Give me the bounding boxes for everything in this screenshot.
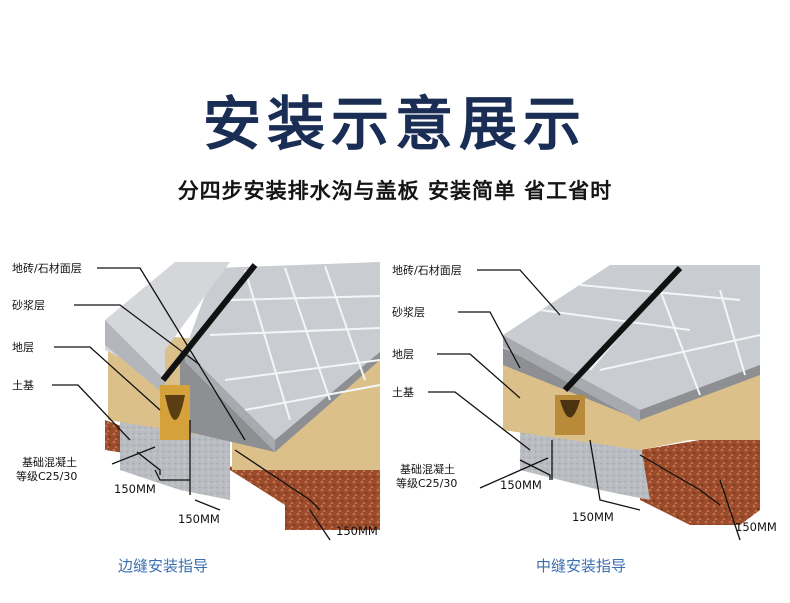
left-label-tile: 地砖/石材面层 <box>12 262 82 275</box>
right-dim-1: 150MM <box>500 478 542 492</box>
left-label-ground: 地层 <box>12 341 34 354</box>
right-dim-3: 150MM <box>735 520 777 534</box>
right-label-concrete: 基础混凝土 <box>400 463 455 476</box>
right-diagram <box>428 265 761 541</box>
page-title: 安装示意展示 <box>202 90 587 158</box>
right-label-tile: 地砖/石材面层 <box>392 264 462 277</box>
left-label-concrete: 基础混凝土 <box>22 456 77 469</box>
left-caption: 边缝安装指导 <box>118 557 209 575</box>
left-dim-3: 150MM <box>336 524 378 538</box>
left-label-grade: 等级C25/30 <box>16 470 78 483</box>
right-soil-block <box>640 430 760 525</box>
left-tile-front <box>185 350 275 452</box>
left-tile-surface <box>185 262 380 440</box>
right-tile-surface <box>503 265 760 410</box>
left-label-mortar: 砂浆层 <box>12 299 45 312</box>
left-concrete-foundation <box>120 420 230 500</box>
right-tile-front <box>503 335 640 422</box>
right-label-subgrade: 土基 <box>392 386 414 399</box>
right-label-grade: 等级C25/30 <box>396 477 458 490</box>
right-drain-slot <box>562 265 683 393</box>
right-dim-2: 150MM <box>572 510 614 524</box>
right-label-mortar: 砂浆层 <box>392 306 425 319</box>
right-label-ground: 地层 <box>392 348 414 361</box>
right-caption: 中缝安装指导 <box>536 557 627 575</box>
left-edge-tile <box>105 262 230 380</box>
left-diagram <box>52 262 381 541</box>
left-label-subgrade: 土基 <box>12 379 34 392</box>
page-subtitle: 分四步安装排水沟与盖板 安装简单 省工省时 <box>177 179 613 203</box>
left-drain-slot <box>160 263 258 382</box>
left-dim-1: 150MM <box>114 482 156 496</box>
left-dim-2: 150MM <box>178 512 220 526</box>
